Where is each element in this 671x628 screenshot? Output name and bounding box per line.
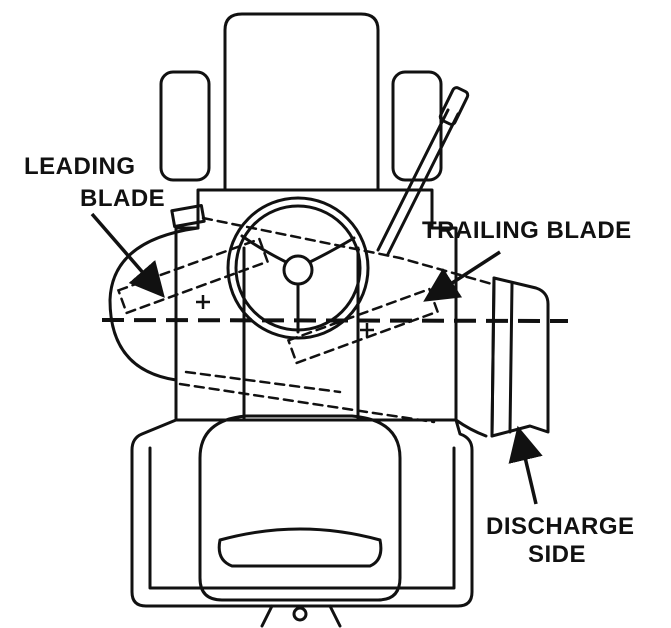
discharge-chute-edge [490,276,496,438]
steering-hub [282,254,314,286]
throttle-knob [438,86,470,126]
seat [198,414,402,602]
blade-centerline [101,318,569,323]
mower-deck-left [108,226,200,382]
leading-blade [116,237,270,315]
hood [223,12,380,192]
trailing-blade-label: TRAILING BLADE [422,217,632,244]
discharge-chute [490,276,550,438]
leading-blade-label-line2: BLADE [80,185,165,212]
front-fender [130,418,474,608]
discharge-side-label-line2: SIDE [528,541,586,568]
trailing-blade-arrow [423,250,501,302]
leading-spindle-mark [196,295,210,309]
leading-blade-label-line1: LEADING [24,153,136,180]
deck-outline-inner [184,370,342,394]
discharge-side-arrow [508,425,543,505]
discharge-side-label-line1: DISCHARGE [486,513,635,540]
frame-body [174,188,458,422]
steering-spoke-left [240,234,288,264]
trailing-spindle-mark [360,323,374,337]
discharge-chute-fold [508,282,514,434]
rear-left-wheel [159,70,211,182]
front-hitch [260,604,342,628]
deck-outline-bottom [178,382,436,424]
leading-blade-arrow [90,212,165,298]
control-box [170,204,206,228]
front-fender-inner [148,446,456,590]
steering-wheel-outer [226,196,370,340]
throttle-lever [376,108,460,256]
seat-back [217,527,383,568]
hitch-pin-hole [292,606,308,622]
discharge-chute-lip [454,418,488,438]
trailing-blade [286,287,440,365]
steering-spoke-right [308,236,356,264]
